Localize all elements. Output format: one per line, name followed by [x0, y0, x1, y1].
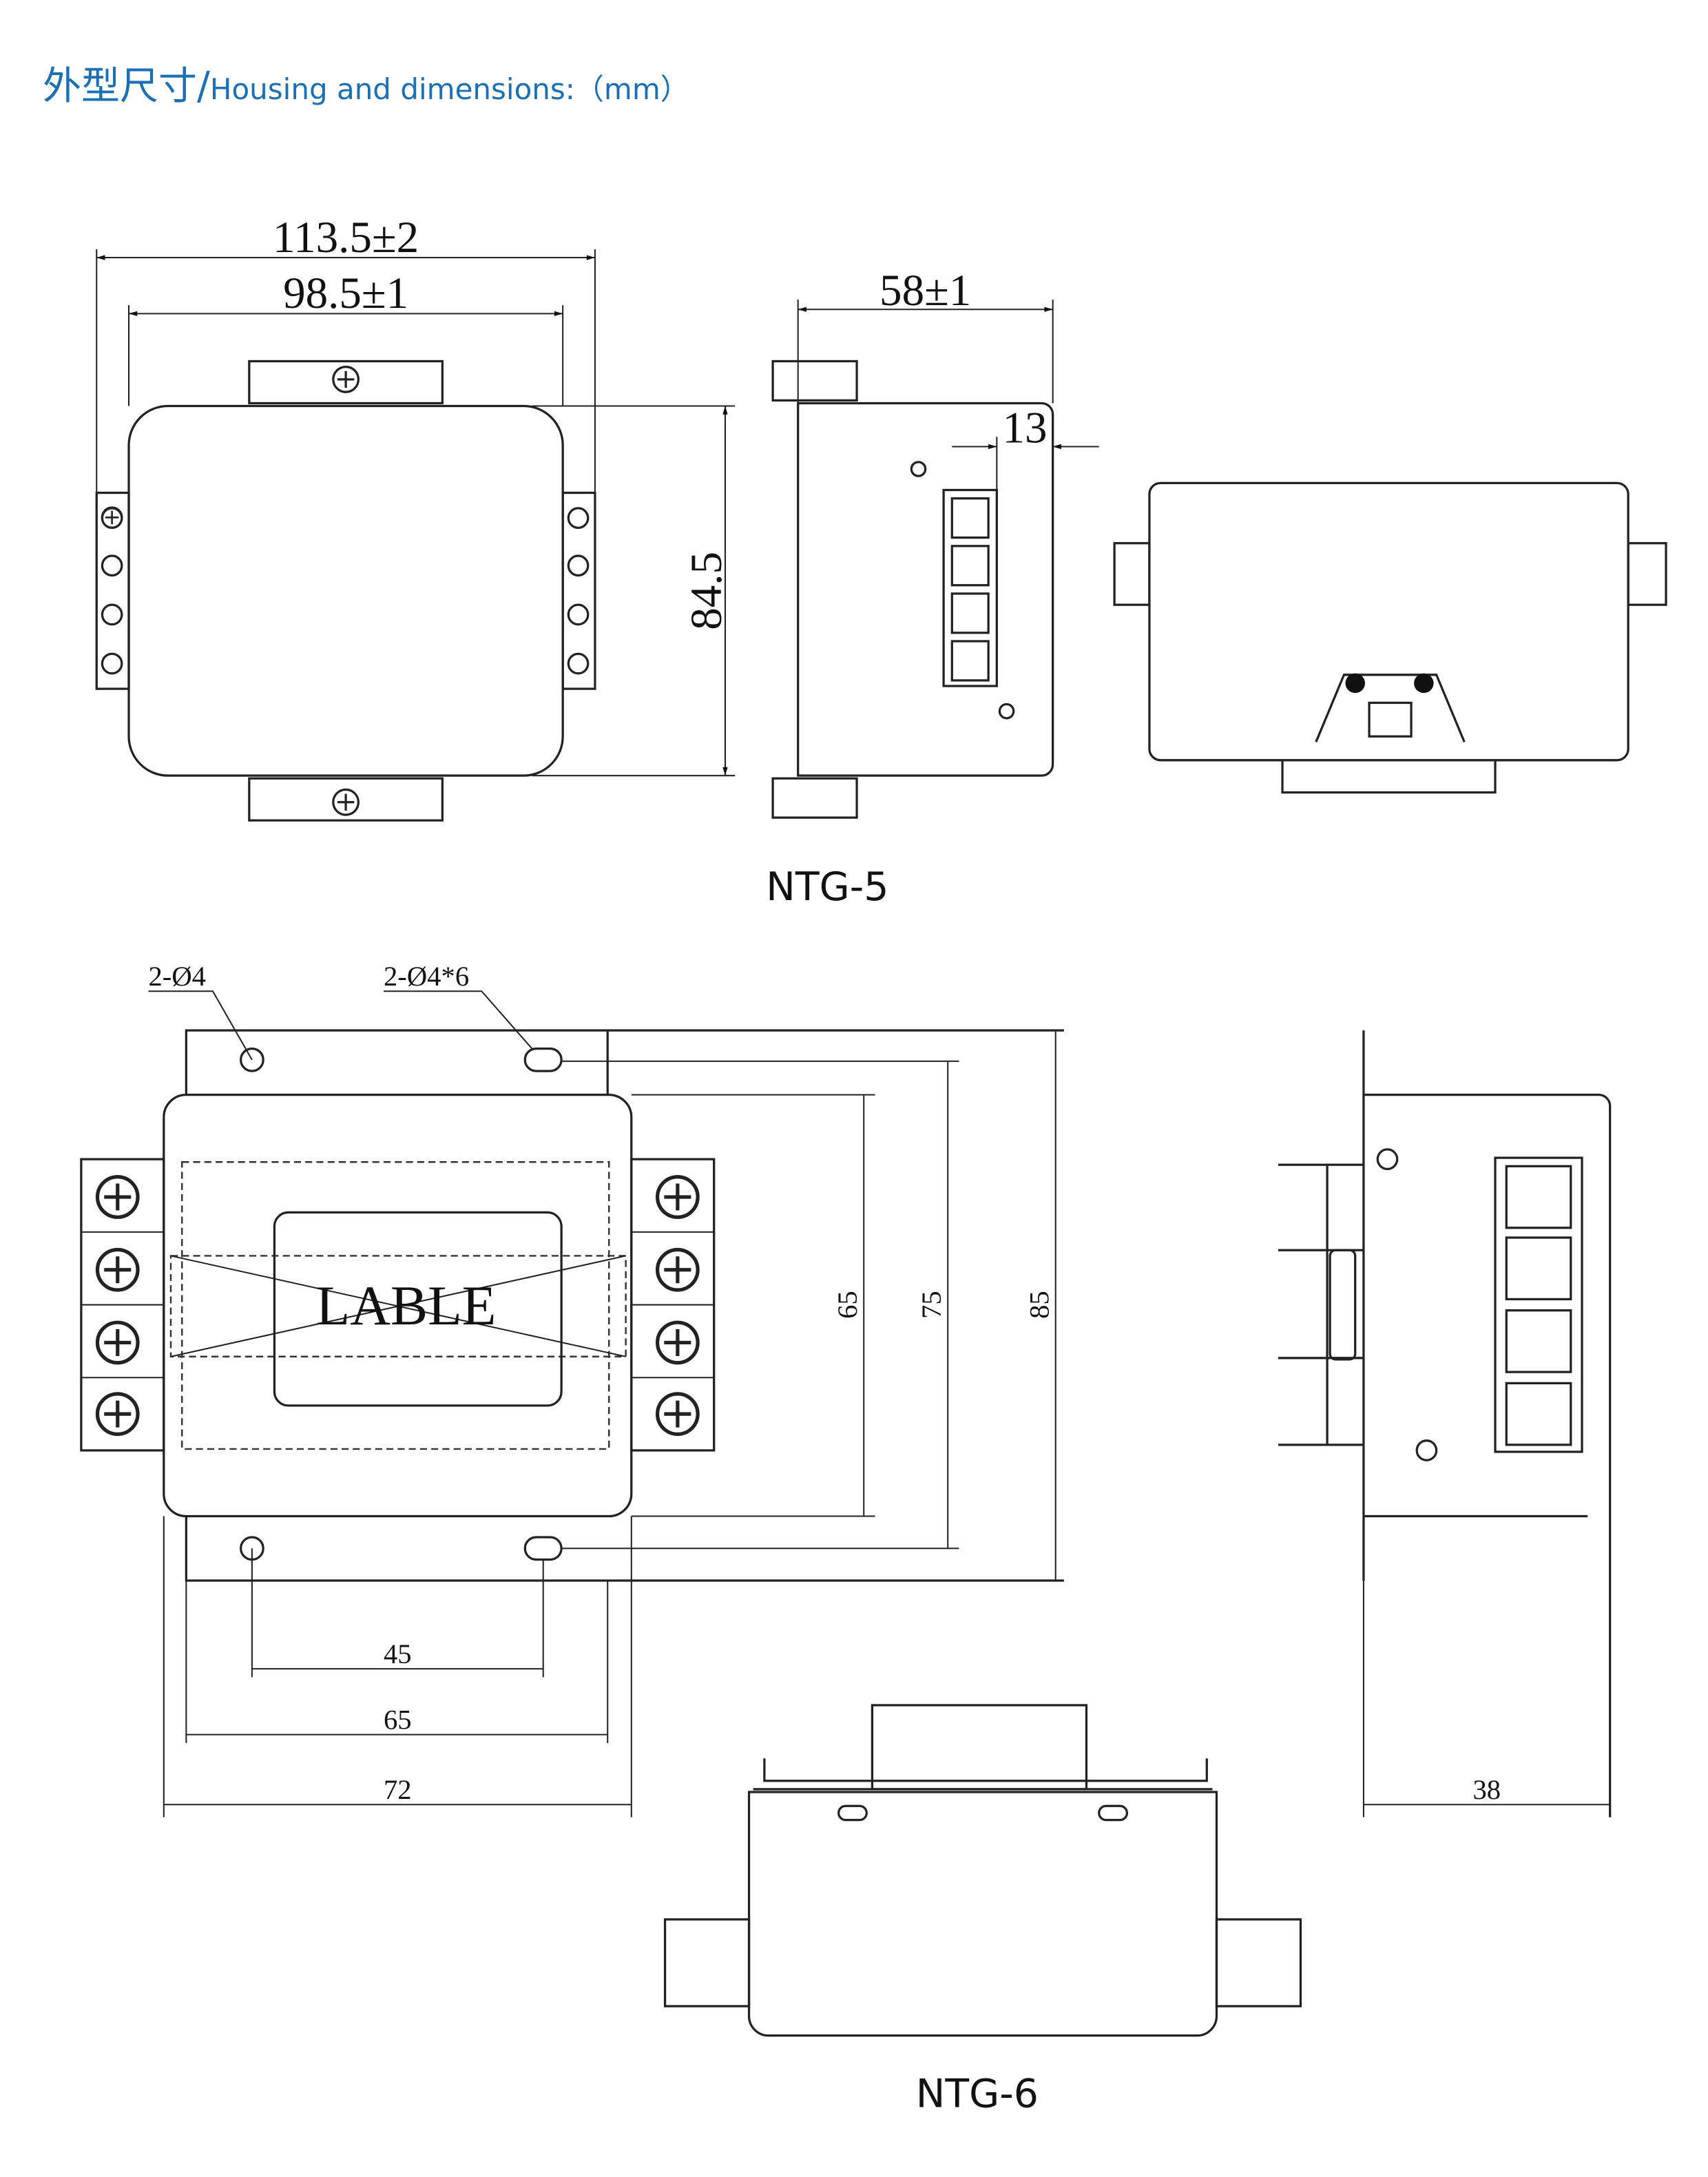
ntg5-front-view: 113.5±2 98.5±1 84.5: [95, 213, 736, 822]
slot-callout: 2-Ø4*6: [384, 961, 469, 992]
dim-h2: 75: [916, 1291, 947, 1319]
dim-overall-width: 113.5±2: [273, 213, 419, 262]
ntg6-top-view: NTG-6: [663, 1704, 1302, 2116]
dim-w1: 45: [384, 1638, 412, 1669]
ntg6-front-view: LABLE 2-Ø4 2-Ø4*6 65 75 85 45 65 72: [80, 961, 1064, 1817]
ntg5-top-view: NTG-5: [766, 481, 1667, 910]
dim-h1: 65: [832, 1291, 863, 1319]
dim-body-width: 98.5±1: [283, 269, 408, 318]
title-separator: /: [197, 64, 210, 109]
dim-depth-ntg6: 38: [1472, 1774, 1501, 1805]
dim-depth: 58±1: [879, 266, 971, 315]
ntg5-model-label: NTG-5: [766, 864, 888, 910]
label-placeholder: LABLE: [316, 1275, 497, 1337]
dim-w2: 65: [384, 1705, 412, 1736]
ntg5-side-view: 58±1 13: [771, 266, 1099, 819]
ntg6-model-label: NTG-6: [916, 2071, 1039, 2116]
dim-h3: 85: [1024, 1291, 1055, 1319]
ntg6-side-view: 38: [1278, 1030, 1612, 1817]
dim-height: 84.5: [682, 552, 731, 630]
title-cn: 外型尺寸: [43, 64, 197, 109]
title-en: Housing and dimensions:（mm）: [209, 72, 689, 106]
dim-terminal-offset: 13: [1002, 403, 1047, 452]
dim-w3: 72: [384, 1774, 412, 1805]
section-title: 外型尺寸/Housing and dimensions:（mm）: [43, 55, 689, 111]
hole-callout: 2-Ø4: [148, 961, 206, 992]
